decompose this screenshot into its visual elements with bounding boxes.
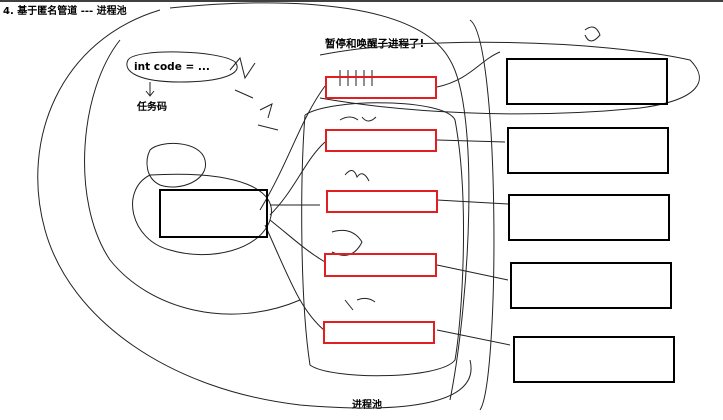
freehand-strokes (37, 2, 700, 411)
child-process-box-3 (508, 194, 670, 241)
parent-enclosure-stroke (132, 173, 272, 256)
task-code-label: int code = ... (134, 61, 210, 73)
child-brace-stroke (469, 19, 495, 411)
parent-arrow-2 (259, 85, 326, 211)
child-process-box-1 (506, 58, 668, 105)
big-loop-stroke (169, 2, 470, 401)
pipe-to-child-3 (436, 199, 509, 205)
pause-wake-label: 暂停和唤醒子进程了! (325, 38, 425, 50)
scribble-a (229, 56, 256, 99)
pipe-box-1 (325, 76, 437, 99)
scribble-e (331, 229, 363, 256)
parent-process-box (159, 189, 268, 238)
top-oval-stroke (319, 41, 700, 115)
scribble-d (344, 170, 370, 182)
pipe-to-child-5 (436, 329, 511, 346)
scribble-c (339, 116, 377, 122)
process-pool-label: 进程池 (352, 400, 382, 411)
pipe-to-child-1 (436, 51, 501, 88)
code-ellipse-stroke (126, 51, 238, 83)
pipe-box-4 (324, 253, 437, 277)
parent-arrow-4 (269, 219, 326, 263)
scribble-g (584, 26, 601, 42)
outer-loop-stroke (37, 9, 472, 409)
code-arrow-stroke (145, 82, 155, 97)
scribble-f (344, 297, 376, 311)
pipe-to-child-2 (436, 139, 506, 143)
pipe-box-5 (323, 321, 435, 344)
pipe-enclosure-stroke (301, 102, 464, 377)
pipe-box-2 (325, 129, 437, 152)
pipe-box-3 (326, 190, 438, 213)
left-loop-stroke (84, 39, 301, 315)
scribble-circle-stroke (146, 142, 206, 188)
scribble-b (257, 103, 279, 131)
child-process-box-2 (507, 127, 669, 174)
child-process-box-5 (513, 336, 675, 383)
task-code-name-label: 任务码 (137, 102, 167, 113)
parent-arrow-5 (264, 224, 326, 332)
page-title: 4. 基于匿名管道 --- 进程池 (3, 6, 127, 17)
parent-arrow-3 (269, 141, 326, 216)
child-process-box-4 (510, 262, 672, 309)
pipe-to-child-4 (436, 264, 509, 281)
